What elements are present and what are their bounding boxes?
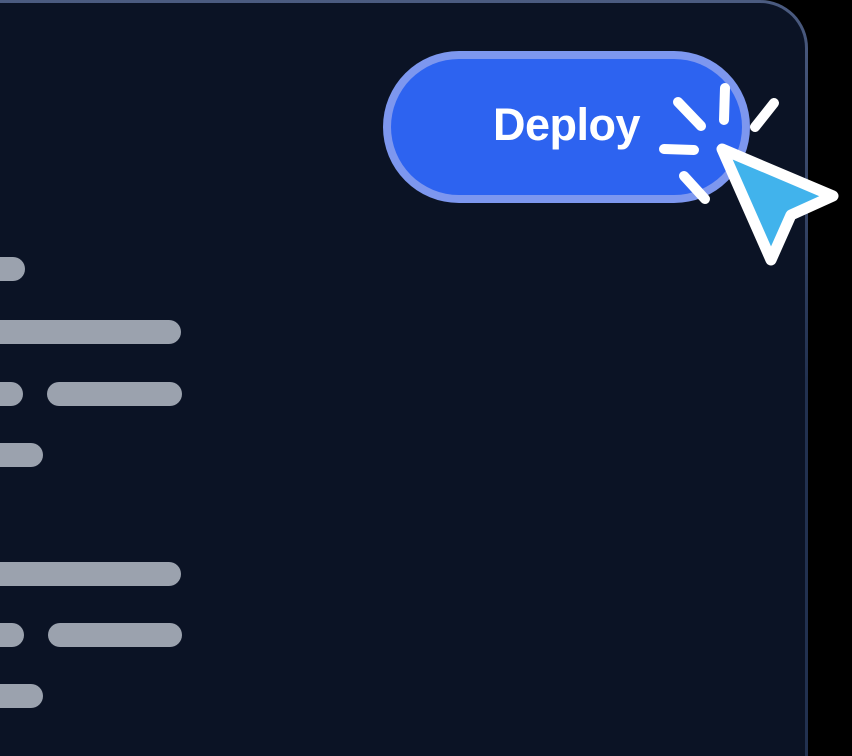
code-line-bar <box>0 320 181 344</box>
code-line-bar <box>0 257 25 281</box>
code-line-bar <box>0 623 24 647</box>
code-line-bar <box>0 562 181 586</box>
code-line-bar <box>0 382 23 406</box>
code-line-bar <box>48 623 182 647</box>
code-line-bar <box>0 443 43 467</box>
deploy-button[interactable]: Deploy <box>391 59 742 195</box>
code-line-bar <box>47 382 182 406</box>
deploy-button-label: Deploy <box>492 99 641 150</box>
deploy-button-ring: Deploy <box>383 51 750 203</box>
code-line-bar <box>0 684 43 708</box>
